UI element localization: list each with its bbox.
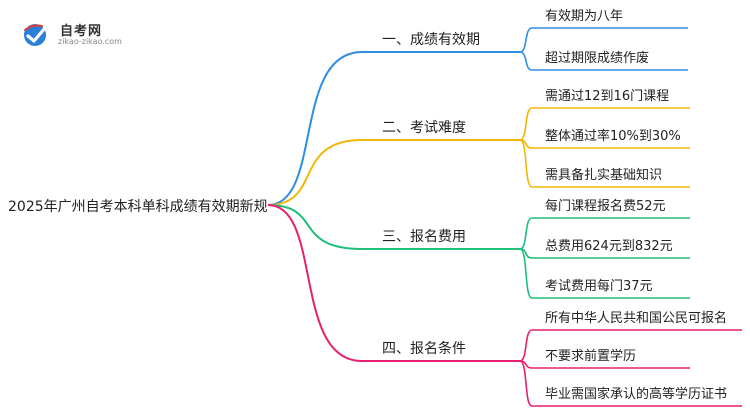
leaf-label: 所有中华人民共和国公民可报名 bbox=[545, 310, 727, 326]
branch-leaf-connector bbox=[519, 360, 533, 407]
leaf-label: 需通过12到16门课程 bbox=[545, 89, 669, 104]
mindmap-edges bbox=[267, 27, 742, 407]
branch-leaf-connector bbox=[519, 51, 533, 71]
root-branch-connector bbox=[267, 204, 363, 250]
leaf-label: 需具备扎实基础知识 bbox=[545, 167, 662, 183]
branch-label: 二、考试难度 bbox=[382, 120, 466, 136]
branch-leaf-connector bbox=[519, 107, 533, 141]
leaf-label: 超过期限成绩作废 bbox=[545, 50, 649, 66]
leaf-label: 总费用624元到832元 bbox=[545, 239, 673, 254]
branch-leaf-connector bbox=[519, 27, 533, 53]
logo-mark-icon bbox=[24, 24, 47, 46]
root-branch-connector bbox=[267, 51, 363, 206]
mindmap-nodes: 2025年广州自考本科单科成绩有效期新规 一、成绩有效期 有效期为八年超过期限成绩作… bbox=[8, 9, 727, 402]
leaf-label: 每门课程报名费52元 bbox=[545, 198, 666, 214]
branch-leaf-connector bbox=[519, 248, 533, 299]
leaf-label: 考试费用每门37元 bbox=[545, 278, 653, 294]
branch-label: 四、报名条件 bbox=[382, 340, 466, 357]
leaf-label: 有效期为八年 bbox=[545, 9, 623, 24]
logo-name: 自考网 bbox=[60, 24, 103, 39]
logo-url: zikao-zikao.com bbox=[58, 37, 122, 46]
branch-label: 一、成绩有效期 bbox=[382, 32, 480, 48]
leaf-label: 毕业需国家承认的高等学历证书 bbox=[545, 386, 727, 402]
root-branch-connector bbox=[267, 139, 363, 206]
root-topic: 2025年广州自考本科单科成绩有效期新规 bbox=[8, 199, 268, 215]
branch-leaf-connector bbox=[519, 217, 533, 250]
branch-leaf-connector bbox=[519, 329, 533, 362]
root-branch-connector bbox=[267, 204, 363, 362]
site-logo: 自考网 zikao-zikao.com bbox=[22, 20, 142, 50]
branch-leaf-connector bbox=[519, 139, 533, 188]
leaf-label: 整体通过率10%到30% bbox=[545, 128, 681, 144]
leaf-label: 不要求前置学历 bbox=[545, 348, 636, 364]
branch-label: 三、报名费用 bbox=[382, 229, 466, 245]
